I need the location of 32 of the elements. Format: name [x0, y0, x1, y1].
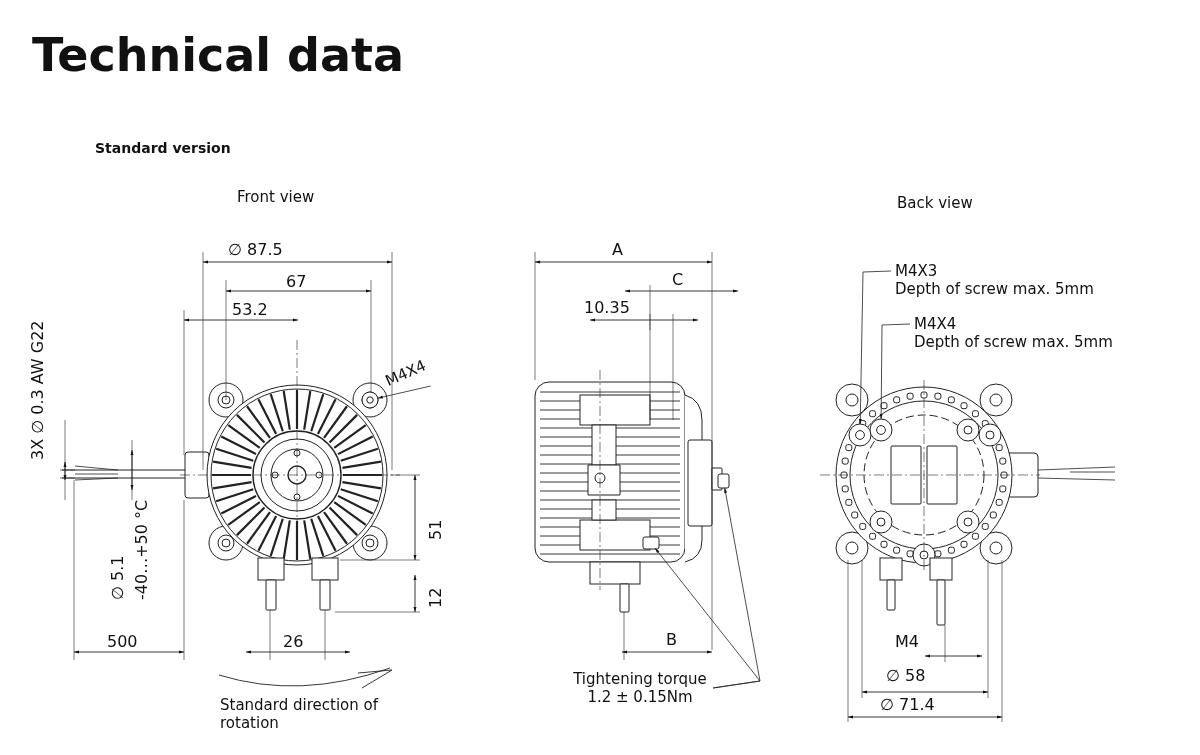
dimension-value: 12 [426, 587, 446, 608]
dimension-value: ∅ 5.1 [108, 555, 128, 600]
dimension-value: C [672, 270, 684, 290]
dimension-value: 51 [426, 519, 446, 540]
callout-text: Depth of screw max. 5mm [895, 280, 1094, 298]
callout-text: Depth of screw max. 5mm [914, 333, 1113, 351]
dimension-value: ∅ 87.5 [228, 240, 283, 260]
mounting-hole [361, 391, 379, 409]
callout-text: M4X3 [895, 262, 939, 280]
dimension-value: B [666, 630, 677, 650]
dimension-value: -40…+50 °C [132, 499, 152, 600]
callout-text: M4X4 [914, 315, 958, 333]
dimension-value: 10.35 [584, 298, 630, 318]
screw-hole [869, 418, 893, 442]
dimension-value: 500 [107, 632, 138, 652]
callout-text: Tightening torque 1.2 ± 0.15Nm [572, 670, 708, 706]
dimension-value: 3X ∅ 0.3 AW G22 [28, 320, 48, 460]
screw-hole [848, 423, 872, 447]
housing-clip [642, 536, 660, 550]
dimension-value: ∅ 71.4 [880, 695, 935, 715]
view-title: Back view [897, 194, 973, 212]
dimension-value: M4 [895, 632, 919, 652]
figure-caption: Standard direction of rotation [220, 696, 380, 732]
page-title: Technical data [32, 28, 405, 84]
dimension-value: 53.2 [232, 300, 268, 320]
dimension-value: A [612, 240, 623, 260]
section-heading: Standard version [95, 140, 231, 157]
dimension-value: ∅ 58 [886, 666, 926, 686]
dimension-value: 67 [286, 272, 307, 292]
shaft-nut [717, 473, 730, 489]
view-title: Front view [237, 188, 315, 206]
dimension-value: 26 [283, 632, 304, 652]
